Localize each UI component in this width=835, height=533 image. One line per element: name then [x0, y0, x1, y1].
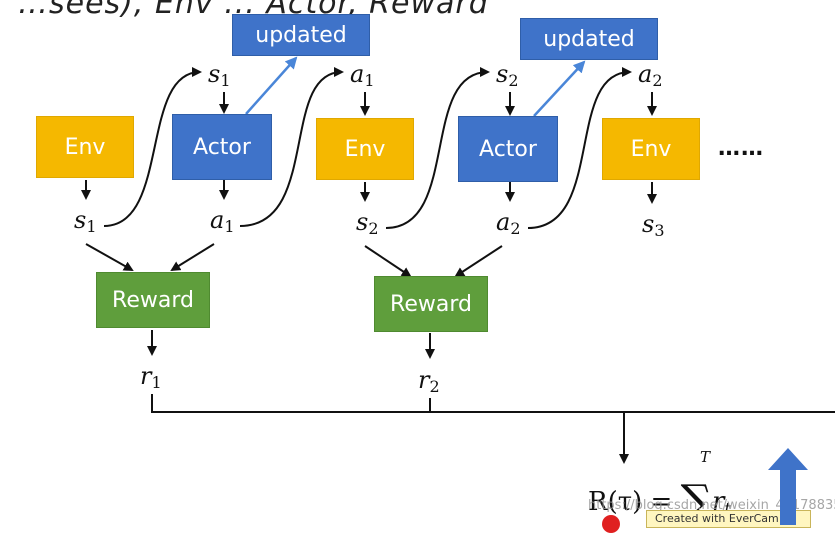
env-box-2: Env [316, 118, 414, 180]
state-s2-top: s2 [496, 60, 519, 90]
watermark-url: https://blog.csdn.net/weixin_44178835 [588, 498, 835, 513]
action-a1-top: a1 [350, 60, 375, 90]
action-a1: a1 [210, 206, 235, 236]
reward-label: Reward [112, 287, 194, 313]
reward-r2: r2 [418, 366, 440, 396]
reward-r1: r1 [140, 362, 162, 392]
actor-label: Actor [193, 134, 251, 160]
formula-term-sub: t [724, 499, 731, 518]
actor-box-2: Actor [458, 116, 558, 182]
state-s1-top: s1 [208, 60, 231, 90]
reward-label: Reward [390, 291, 472, 317]
action-a2: a2 [496, 208, 521, 238]
env-label: Env [64, 134, 106, 160]
env-box-3: Env [602, 118, 700, 180]
record-dot-icon [602, 515, 620, 533]
env-label: Env [630, 136, 672, 162]
formula-term: r [711, 487, 725, 517]
env-label: Env [344, 136, 386, 162]
reward-box-1: Reward [96, 272, 210, 328]
state-s2: s2 [356, 208, 379, 238]
up-arrow-icon [768, 448, 808, 525]
action-a2-top: a2 [638, 60, 663, 90]
reward-box-2: Reward [374, 276, 488, 332]
state-s1: s1 [74, 206, 97, 236]
state-s3: s3 [642, 210, 665, 240]
actor-label: Actor [479, 136, 537, 162]
env-box-1: Env [36, 116, 134, 178]
updated-label: updated [255, 22, 347, 48]
continuation-ellipsis: …… [718, 136, 764, 161]
updated-box-2: updated [520, 18, 658, 60]
actor-box-1: Actor [172, 114, 272, 180]
updated-box-1: updated [232, 14, 370, 56]
sigma-upper-limit: T [700, 448, 711, 466]
header-caption: …sees), Env ... Actor, Reward [18, 0, 489, 21]
updated-label: updated [543, 26, 635, 52]
